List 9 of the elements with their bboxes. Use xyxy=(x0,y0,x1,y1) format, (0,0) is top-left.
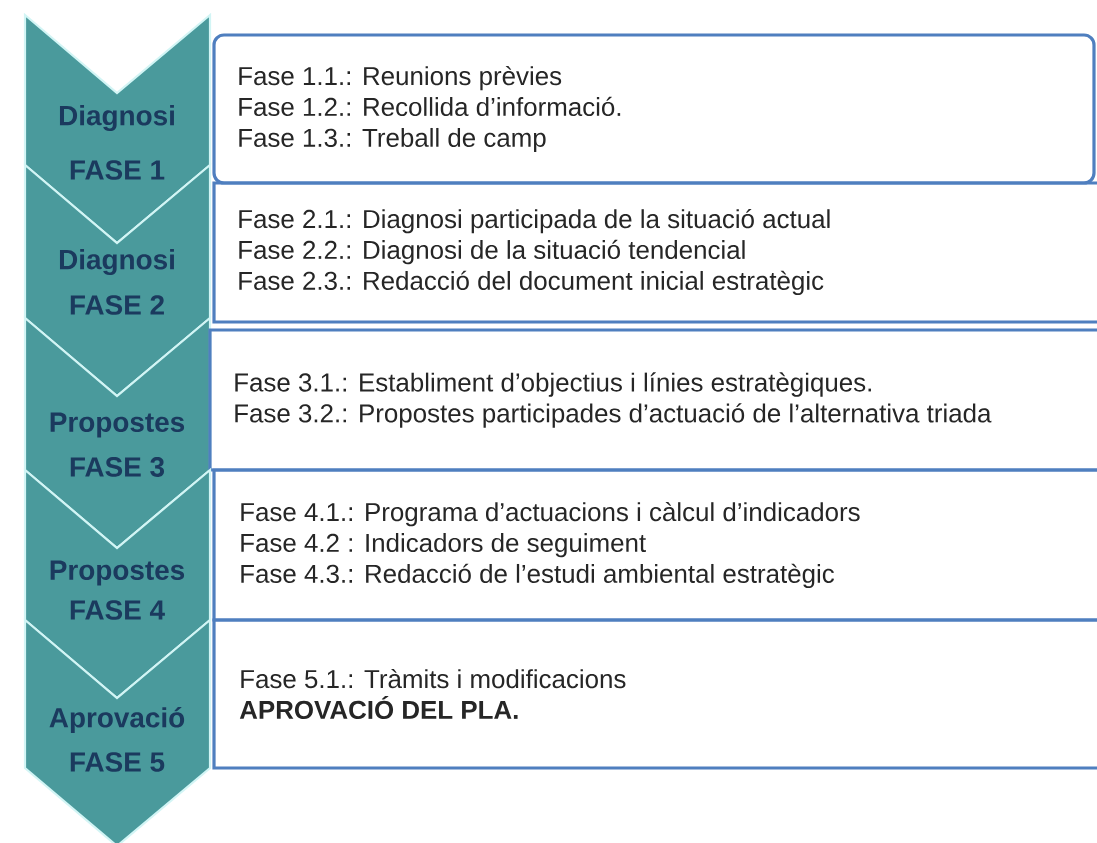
node-label: FASE 5 xyxy=(70,752,165,772)
phase-box: Fase 4.1.: Programa d’actuacions i càlcul d’indicadors Fase 4.2 : Indicadors de seguiment Fase 4.3.: Redacció de l’estudi ambiental estratègic xyxy=(212,468,1097,622)
phase-box: Fase 3.1.: Establiment d’objectius i línies estratègiques. Fase 3.2.: Propostes participades d’actuació de l’alternativa triada xyxy=(208,328,1097,472)
phase-band: Diagnosi FASE 1 xyxy=(23,12,212,245)
phase-box: Fase 1.1.: Reunions prèvies Fase 1.2.: Recollida d’informació. Fase 1.3.: Treball de camp xyxy=(212,33,1096,185)
phase-box: Fase 2.1.: Diagnosi participada de la situació actual Fase 2.2.: Diagnosi de la situació tendencial Fase 2.3.: Redacció del document inicial estratègic xyxy=(212,181,1097,324)
node-label: Aprovació xyxy=(49,706,185,734)
phase-band: Propostes FASE 3 xyxy=(23,315,212,550)
phase-box: Fase 5.1.: Tràmits i modificacions APROVACIÓ DEL PLA. xyxy=(212,618,1097,770)
